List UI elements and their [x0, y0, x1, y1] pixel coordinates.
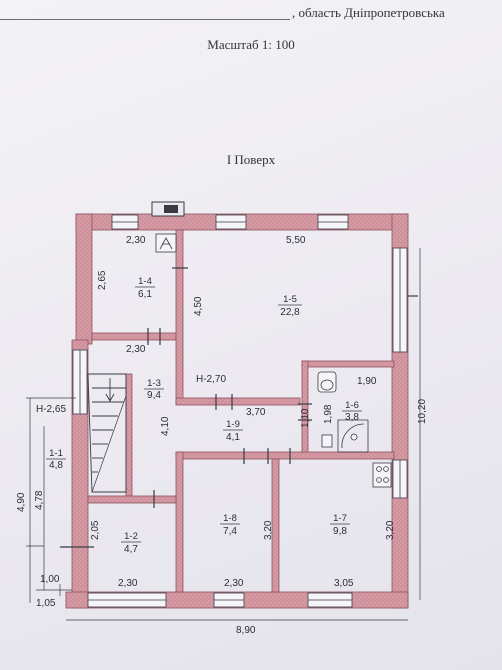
room-number: 1-6 — [345, 400, 359, 411]
room-area: 9,4 — [147, 390, 161, 401]
dim-4-78: 4,78 — [34, 490, 45, 510]
dim-3-20-b: 3,20 — [385, 520, 396, 540]
wall-1-7-left — [271, 458, 280, 593]
dim-1-98: 1,98 — [323, 404, 334, 424]
wall-corridor-bottom — [175, 451, 395, 460]
wall-stair-right — [125, 373, 133, 497]
room-1-3: 1-3 9,4 — [144, 378, 164, 401]
sink-icon — [321, 434, 333, 448]
room-1-6: 1-6 3,8 — [342, 400, 362, 423]
room-number: 1-8 — [223, 513, 237, 524]
room-1-8: 1-8 7,4 — [220, 513, 240, 537]
room-1-4: 1-4 6,1 — [135, 276, 155, 300]
room-number: 1-9 — [226, 419, 240, 430]
wall-left-upper — [75, 213, 93, 345]
dim-2-65: 2,65 — [97, 270, 108, 290]
dim-2-05: 2,05 — [90, 520, 101, 540]
room-1-7: 1-7 9,8 — [330, 513, 350, 537]
dimension-lines — [26, 248, 421, 621]
dim-5-50: 5,50 — [286, 235, 306, 246]
wall-1-4-bottom — [91, 332, 177, 341]
dim-4-10: 4,10 — [160, 416, 171, 436]
room-area: 3,8 — [345, 412, 359, 423]
dim-3-20-a: 3,20 — [263, 520, 274, 540]
height-label-1: Н-2,70 — [196, 374, 226, 385]
scale-label: Масштаб 1: 100 — [207, 37, 295, 52]
room-number: 1-5 — [283, 294, 297, 305]
room-number: 1-7 — [333, 513, 347, 524]
room-area: 4,7 — [124, 544, 138, 555]
room-number: 1-4 — [138, 276, 152, 287]
room-1-9: 1-9 4,1 — [223, 419, 243, 443]
room-number: 1-1 — [49, 448, 63, 459]
boiler-icon — [155, 233, 177, 253]
region-text: , область Дніпропетровська — [292, 5, 445, 20]
room-number: 1-2 — [124, 531, 138, 542]
room-area: 6,1 — [138, 289, 152, 300]
dim-10-20: 10,20 — [417, 399, 428, 424]
wall-1-2-top — [87, 495, 177, 504]
stove-icon — [372, 462, 392, 488]
wall-1-6-top — [301, 360, 395, 368]
room-1-1: 1-1 4,8 — [46, 448, 66, 471]
room-number: 1-3 — [147, 378, 161, 389]
fixtures — [155, 233, 392, 488]
dim-2-30-mid: 2,30 — [126, 344, 146, 355]
chimney-flue — [164, 205, 178, 213]
dim-2-30-bl: 2,30 — [118, 578, 138, 589]
room-1-2: 1-2 4,7 — [121, 531, 141, 555]
dim-1-00: 1,00 — [40, 574, 60, 585]
door-marks — [60, 267, 418, 548]
windows — [72, 214, 408, 608]
room-area: 22,8 — [280, 307, 300, 318]
dim-1-05: 1,05 — [36, 598, 56, 609]
room-area: 7,4 — [223, 526, 237, 537]
shower-icon — [337, 419, 369, 453]
staircase — [87, 373, 127, 493]
dim-4-50: 4,50 — [193, 296, 204, 316]
header-underline — [0, 19, 290, 20]
dim-8-90: 8,90 — [236, 625, 256, 636]
wall-1-8-left — [175, 451, 184, 593]
floor-title: I Поверх — [226, 152, 276, 167]
dim-1-10: 1,10 — [300, 408, 311, 428]
wall-1-6-left — [301, 360, 309, 457]
dim-2-30-bm: 2,30 — [224, 578, 244, 589]
room-area: 4,1 — [226, 432, 240, 443]
dim-1-90: 1,90 — [357, 376, 377, 387]
wall-1-5-bottom — [175, 397, 301, 406]
wall-1-5-left — [175, 229, 184, 405]
room-1-5: 1-5 22,8 — [278, 294, 302, 318]
dim-3-05: 3,05 — [334, 578, 354, 589]
height-label-2: Н-2,65 — [36, 404, 66, 415]
room-area: 4,8 — [49, 460, 63, 471]
dim-4-90: 4,90 — [16, 492, 27, 512]
room-area: 9,8 — [333, 526, 347, 537]
dim-2-30-top: 2,30 — [126, 235, 146, 246]
dim-3-70: 3,70 — [246, 407, 266, 418]
